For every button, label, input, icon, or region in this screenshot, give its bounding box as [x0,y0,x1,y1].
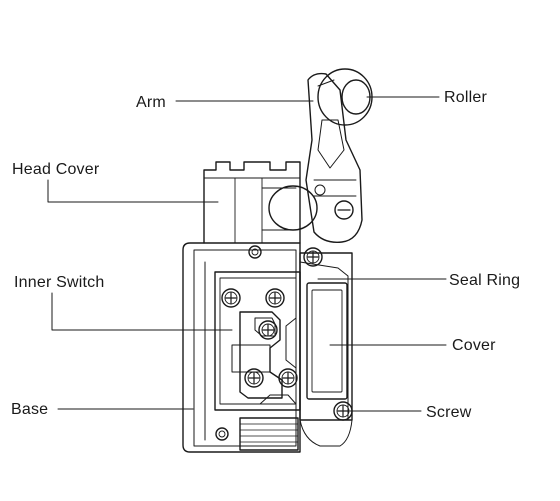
screw-seal-ring [303,247,323,267]
screw-top-mid [265,288,285,308]
base-body [182,242,301,453]
head-cover [203,161,318,259]
label-seal-ring: Seal Ring [449,272,521,289]
leader-head-cover [47,179,219,203]
label-roller: Roller [444,89,487,106]
screw-lower-left [244,368,264,388]
leader-lines [47,96,447,412]
screw-lower-right [278,368,298,388]
leader-inner-switch [51,292,233,331]
inner-switch-assembly [214,271,301,411]
screw-cover-bottom [333,401,353,421]
arm [305,72,363,243]
label-screw: Screw [426,404,472,421]
label-base: Base [11,401,49,418]
roller [317,68,373,126]
screw-top-left [221,288,241,308]
label-cover: Cover [452,337,496,354]
screw-mid [258,320,278,340]
label-inner-switch: Inner Switch [14,274,105,291]
label-arm: Arm [136,94,166,111]
label-head-cover: Head Cover [12,161,100,178]
